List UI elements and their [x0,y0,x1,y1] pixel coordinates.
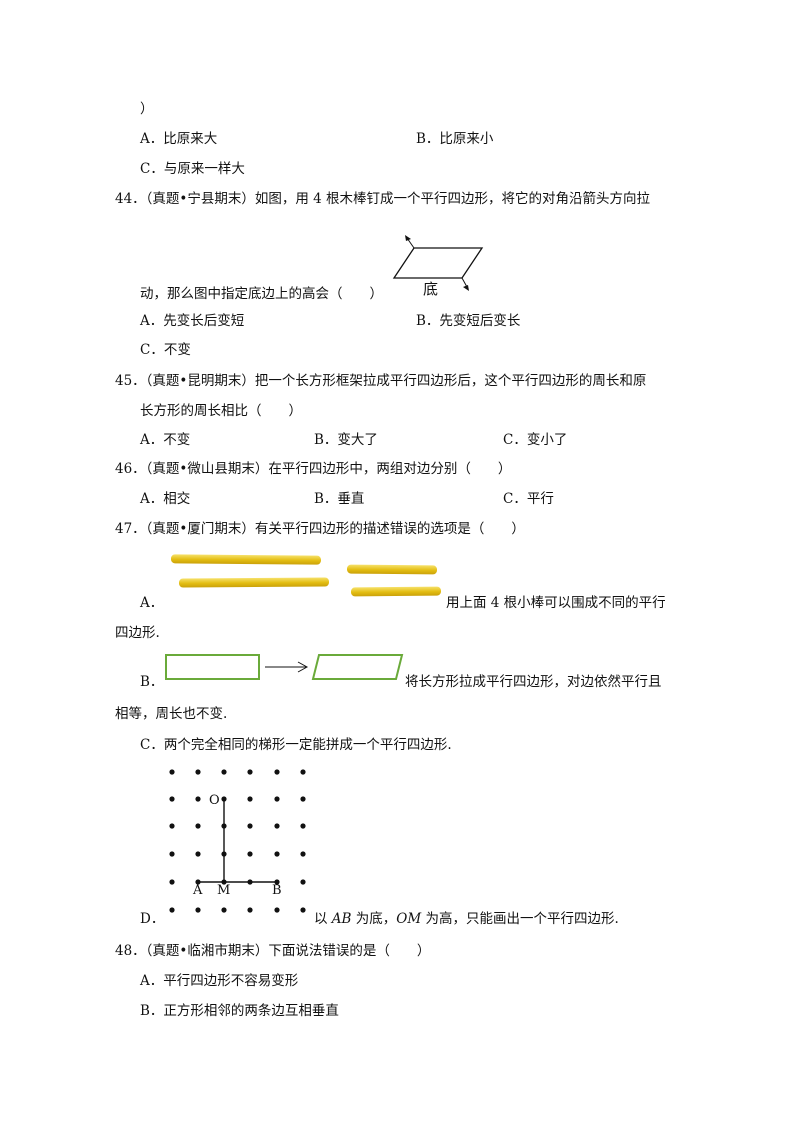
q46-option-a[interactable]: A．相交 [140,491,191,507]
q47-rect-to-parallelogram-figure [165,654,404,680]
q48-stem: 48．（真题•临湘市期末）下面说法错误的是（ ） [115,943,431,959]
q47-option-a-text: 用上面 4 根小棒可以围成不同的平行 [446,595,666,611]
q47-dot-grid [169,769,306,913]
q45-stem-line2: 长方形的周长相比（ ） [140,403,302,419]
q47-option-b-letter[interactable]: B． [140,674,164,690]
q47-option-a-letter[interactable]: A． [140,595,164,611]
q47-option-b-text: 将长方形拉成平行四边形，对边依然平行且 [405,674,662,690]
q43-option-b[interactable]: B．比原来小 [416,131,494,147]
q43-option-c[interactable]: C．与原来一样大 [140,161,245,177]
q47-dot-grid-figure [169,769,306,913]
q47-grid-label-m: M [217,883,231,898]
segment-om-label: OM [396,911,422,927]
q46-option-b[interactable]: B．垂直 [314,491,365,507]
q45-stem-line1: 45．（真题•昆明期末）把一个长方形框架拉成平行四边形后，这个平行四边形的周长和… [115,373,647,389]
q47-parallelogram [311,654,404,680]
q47-stick-3 [346,564,438,575]
q47-option-d-text: 以 AB 为底，OM 为高，只能画出一个平行四边形. [314,911,619,927]
q47-option-a-text-cont: 四边形. [115,625,160,641]
q47-stick-2 [178,577,330,588]
q47-option-c[interactable]: C．两个完全相同的梯形一定能拼成一个平行四边形. [140,737,452,753]
q46-option-c[interactable]: C．平行 [503,491,554,507]
q44-arrow-down-right [461,277,468,288]
q45-option-a[interactable]: A．不变 [140,432,191,448]
q44-stem-line2: 动，那么图中指定底边上的高会（ ） [140,286,383,302]
q43-option-a[interactable]: A．比原来大 [140,131,218,147]
q44-arrowhead-down-right [463,285,469,291]
q44-arrowhead-up-left [405,235,411,241]
q44-parallelogram-figure [392,235,484,291]
q47-grid-label-o: O [209,793,220,808]
q46-stem: 46．（真题•微山县期末）在平行四边形中，两组对边分别（ ） [115,461,512,477]
q48-option-a[interactable]: A．平行四边形不容易变形 [140,973,299,989]
q44-option-c[interactable]: C．不变 [140,342,191,358]
segment-ab-label: AB [331,911,352,927]
q48-option-b[interactable]: B．正方形相邻的两条边互相垂直 [140,1003,339,1019]
q47-rectangle [165,654,260,680]
q44-option-a[interactable]: A．先变长后变短 [140,313,245,329]
q47-stick-4 [350,586,442,597]
q47-option-d-letter[interactable]: D． [140,911,165,927]
q45-option-c[interactable]: C．变小了 [503,432,568,448]
q44-figure-base-label: 底 [423,280,439,298]
q45-option-b[interactable]: B．变大了 [314,432,378,448]
q44-stem-line1: 44．（真题•宁县期末）如图，用 4 根木棒钉成一个平行四边形，将它的对角沿箭头… [115,191,651,207]
q44-parallelogram [392,247,484,279]
q47-transform-arrowhead [297,661,309,673]
q47-option-b-text-cont: 相等，周长也不变. [115,706,228,722]
q47-grid-label-a: A [193,883,203,898]
q43-stem-end: ） [140,101,154,117]
q47-grid-label-b: B [272,883,282,898]
q47-stem: 47．（真题•厦门期末）有关平行四边形的描述错误的选项是（ ） [115,521,525,537]
q47-stick-1 [170,554,322,565]
q44-option-b[interactable]: B．先变短后变长 [416,313,521,329]
